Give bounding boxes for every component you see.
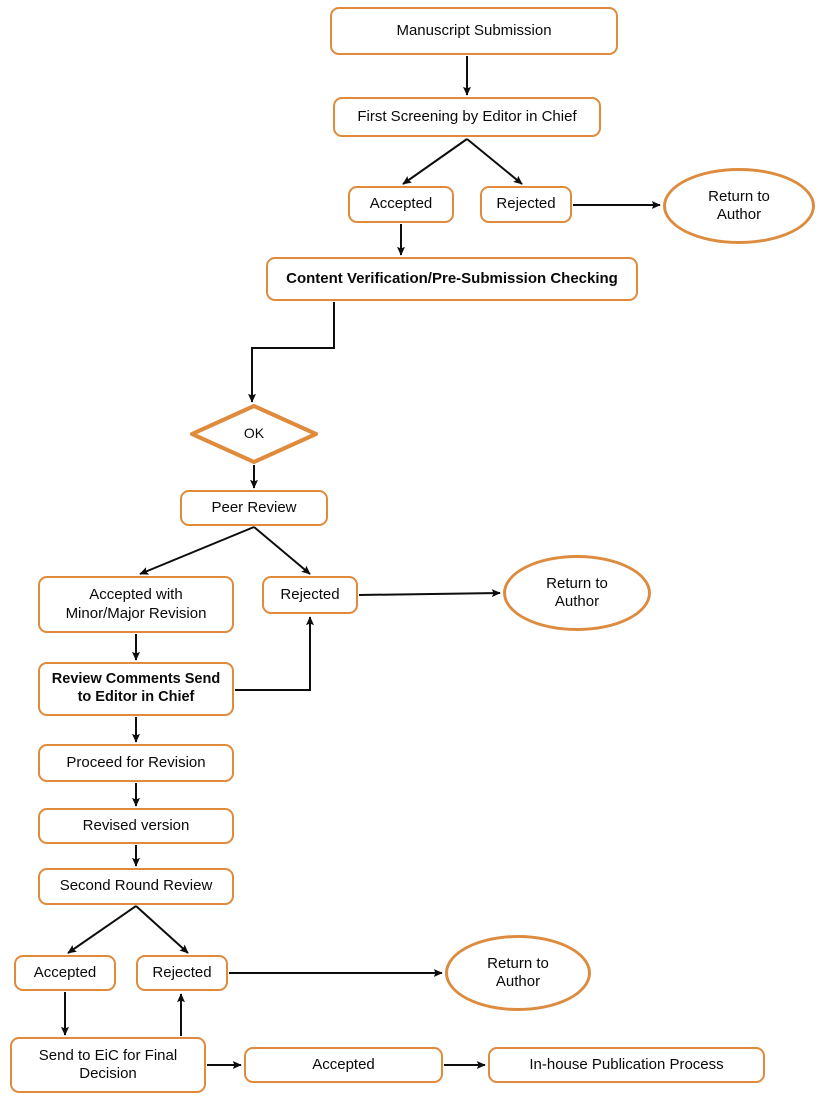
node-label: Send to EiC for Final Decision (38, 1046, 178, 1082)
node-label: Review Comments Send to Editor in Chief (51, 671, 221, 705)
node-first-screening[interactable]: First Screening by Editor in Chief (333, 97, 601, 137)
node-label: Accepted with Minor/Major Revision (65, 586, 207, 622)
node-label: First Screening by Editor in Chief (357, 107, 577, 125)
edge-peer-review-to-accepted-revision (139, 526, 255, 575)
node-in-house-publication[interactable]: In-house Publication Process (488, 1047, 765, 1083)
node-screening-accepted[interactable]: Accepted (348, 186, 454, 223)
node-label: Revised version (82, 816, 190, 834)
node-peer-review[interactable]: Peer Review (180, 490, 328, 526)
node-label: Rejected (152, 963, 212, 981)
node-label: In-house Publication Process (529, 1055, 724, 1073)
node-return-to-author-1[interactable]: Return to Author (663, 168, 815, 244)
edge-second-round-to-final-accepted (67, 905, 137, 954)
edge-screening-to-rejected (466, 138, 523, 185)
node-label: Accepted (33, 963, 97, 981)
node-label: Manuscript Submission (396, 21, 552, 39)
node-label: Return to Author (487, 954, 549, 990)
node-manuscript-submission[interactable]: Manuscript Submission (330, 7, 618, 55)
node-content-verification[interactable]: Content Verification/Pre-Submission Chec… (266, 257, 638, 301)
node-label: Accepted (369, 195, 433, 213)
node-review-comments-to-eic[interactable]: Review Comments Send to Editor in Chief (38, 662, 234, 716)
edge-review-comments-to-peer-rejected (235, 616, 314, 691)
node-proceed-for-revision[interactable]: Proceed for Revision (38, 744, 234, 782)
node-label: Rejected (496, 195, 556, 213)
node-ok-decision[interactable]: OK (190, 404, 318, 464)
edge-content-verification-to-ok (248, 302, 335, 403)
diamond-shape-icon (190, 404, 318, 464)
node-label: Second Round Review (59, 877, 213, 895)
node-screening-rejected[interactable]: Rejected (480, 186, 572, 223)
node-label: Rejected (280, 585, 340, 603)
edge-second-round-to-final-rejected (135, 905, 189, 954)
node-label: Proceed for Revision (66, 753, 206, 771)
node-return-to-author-2[interactable]: Return to Author (503, 555, 651, 631)
node-peer-rejected[interactable]: Rejected (262, 576, 358, 614)
node-final-rejected[interactable]: Rejected (136, 955, 228, 991)
node-label: Peer Review (211, 498, 297, 516)
edge-peer-rejected-to-return-author-2 (358, 589, 501, 598)
node-label: Content Verification/Pre-Submission Chec… (286, 269, 618, 287)
node-second-round-review[interactable]: Second Round Review (38, 868, 234, 905)
node-return-to-author-3[interactable]: Return to Author (445, 935, 591, 1011)
node-label: Return to Author (708, 187, 770, 223)
node-accepted-with-revision[interactable]: Accepted with Minor/Major Revision (38, 576, 234, 633)
node-label: OK (243, 425, 265, 442)
node-label: Return to Author (546, 574, 608, 610)
node-bottom-accepted[interactable]: Accepted (244, 1047, 443, 1083)
edge-peer-review-to-peer-rejected (253, 526, 311, 575)
node-revised-version[interactable]: Revised version (38, 808, 234, 844)
node-final-accepted[interactable]: Accepted (14, 955, 116, 991)
edge-screening-to-accepted (402, 138, 468, 185)
node-send-to-eic-final-decision[interactable]: Send to EiC for Final Decision (10, 1037, 206, 1093)
node-label: Accepted (312, 1055, 375, 1073)
